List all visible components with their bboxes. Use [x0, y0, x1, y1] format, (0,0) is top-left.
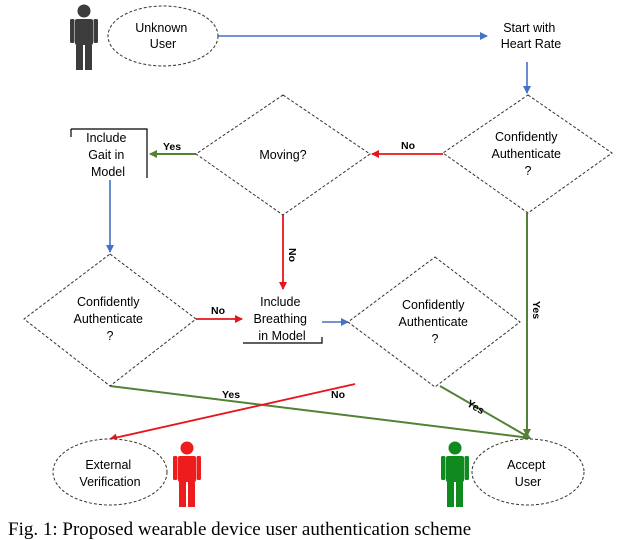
edge-label-auth2-breathing: No [211, 305, 225, 317]
edge-label-auth1-moving: No [401, 140, 415, 152]
node-external-verification-label: External Verification [79, 458, 140, 489]
edge-auth3-to-external [109, 383, 356, 442]
node-auth2-label: Confidently Authenticate ? [74, 295, 147, 343]
node-auth1-diamond [442, 94, 613, 214]
edge-label-auth1-accept: Yes [530, 301, 542, 319]
edge-label-moving-breathing: No [286, 248, 298, 262]
node-start-heart-rate-label: Start with Heart Rate [501, 21, 561, 51]
person-green-icon [441, 441, 469, 507]
person-gray-icon [70, 4, 98, 70]
node-auth3-label: Confidently Authenticate ? [399, 298, 472, 346]
node-unknown-user-label: Unknown User [135, 21, 191, 51]
figure-caption: Fig. 1: Proposed wearable device user au… [8, 519, 471, 540]
node-include-breathing-label: Include Breathing in Model [254, 295, 311, 343]
node-external-verification [52, 438, 168, 506]
edge-auth2-to-accept [109, 385, 531, 442]
edge-label-auth2-accept: Yes [222, 389, 240, 401]
node-accept-user [471, 438, 585, 506]
node-auth2-diamond [23, 253, 197, 387]
node-auth1-label: Confidently Authenticate ? [492, 130, 565, 178]
node-include-gait-bracket [71, 128, 148, 178]
edge-label-auth3-accept: Yes [465, 398, 487, 418]
edge-auth3-to-accept [439, 385, 531, 439]
node-accept-user-label: Accept User [507, 458, 549, 489]
node-moving-label: Moving? [259, 148, 306, 162]
node-auth3-diamond [347, 256, 521, 388]
edge-label-auth3-external: No [331, 389, 345, 401]
node-include-breathing-bracket [243, 337, 323, 344]
node-unknown-user [107, 5, 219, 67]
edge-label-moving-gait: Yes [163, 141, 181, 153]
person-red-icon [173, 441, 201, 507]
node-include-gait-label: Include Gait in Model [86, 131, 130, 179]
node-moving-diamond [195, 94, 371, 216]
